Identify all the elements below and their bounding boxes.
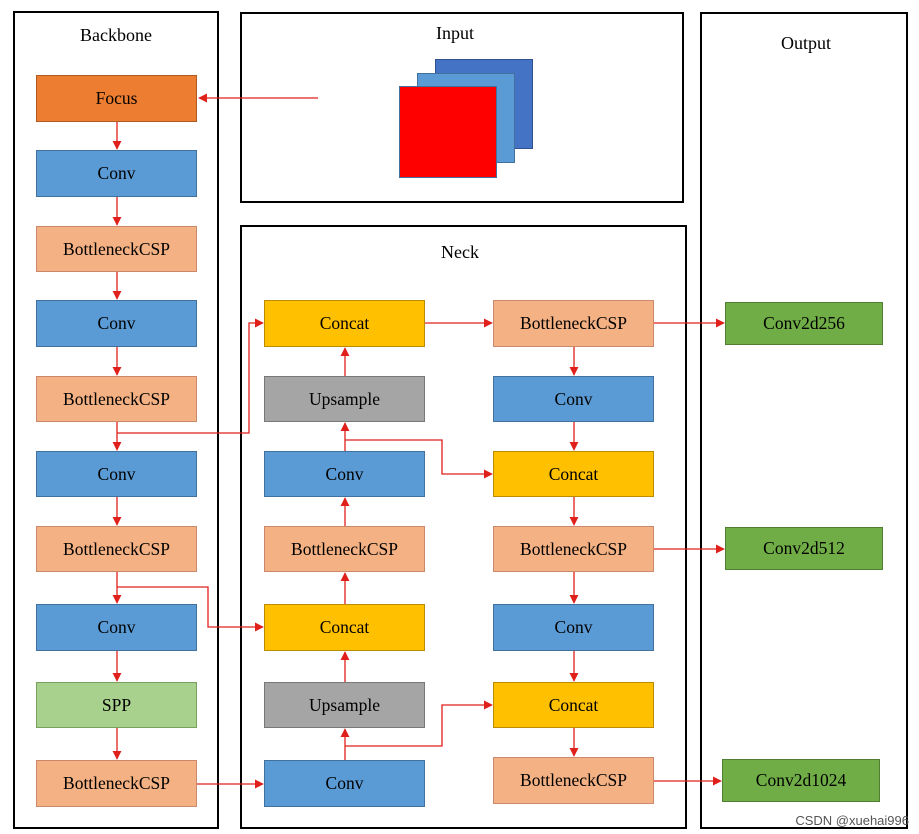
neck-bottleneckcsp-block-1: BottleneckCSP bbox=[264, 526, 425, 572]
neck-concat-block-r1: Concat bbox=[493, 451, 654, 497]
arrow-conv1-tap-to-concat-r1 bbox=[345, 439, 493, 479]
backbone-conv-block-3: Conv bbox=[36, 451, 197, 497]
arrow-conv2-tap-to-concat-r2 bbox=[345, 700, 493, 747]
backbone-bottleneckcsp-block-4: BottleneckCSP bbox=[36, 760, 197, 807]
output-panel bbox=[700, 12, 908, 829]
neck-concat-block-2: Concat bbox=[264, 604, 425, 651]
neck-conv-block-1: Conv bbox=[264, 451, 425, 497]
input-layer-front bbox=[399, 86, 497, 178]
backbone-bottleneckcsp-block-3: BottleneckCSP bbox=[36, 526, 197, 572]
backbone-conv-block-4: Conv bbox=[36, 604, 197, 651]
input-title: Input bbox=[436, 23, 474, 43]
backbone-bottleneckcsp-block-2: BottleneckCSP bbox=[36, 376, 197, 422]
arrow-bcsp2-to-concat1 bbox=[117, 318, 264, 434]
neck-conv-block-2: Conv bbox=[264, 760, 425, 807]
neck-upsample-block-1: Upsample bbox=[264, 376, 425, 422]
neck-concat-block-r2: Concat bbox=[493, 682, 654, 728]
neck-title: Neck bbox=[441, 242, 479, 262]
backbone-bottleneckcsp-block-1: BottleneckCSP bbox=[36, 226, 197, 272]
neck-bottleneckcsp-output-2: BottleneckCSP bbox=[493, 526, 654, 572]
backbone-title: Backbone bbox=[80, 25, 152, 45]
neck-conv-block-r2: Conv bbox=[493, 604, 654, 651]
neck-bottleneckcsp-output-1: BottleneckCSP bbox=[493, 300, 654, 347]
backbone-conv-block-2: Conv bbox=[36, 300, 197, 347]
neck-upsample-block-2: Upsample bbox=[264, 682, 425, 728]
backbone-spp-block: SPP bbox=[36, 682, 197, 728]
backbone-focus-block: Focus bbox=[36, 75, 197, 122]
output-conv2d512-block: Conv2d512 bbox=[725, 527, 883, 570]
output-conv2d1024-block: Conv2d1024 bbox=[722, 759, 880, 802]
backbone-conv-block-1: Conv bbox=[36, 150, 197, 197]
neck-conv-block-r1: Conv bbox=[493, 376, 654, 422]
output-conv2d256-block: Conv2d256 bbox=[725, 302, 883, 345]
watermark: CSDN @xuehai996 bbox=[795, 813, 909, 828]
neck-bottleneckcsp-output-3: BottleneckCSP bbox=[493, 757, 654, 804]
output-title: Output bbox=[780, 33, 831, 53]
arrow-bcsp3-to-concat2 bbox=[117, 586, 264, 632]
neck-concat-block-1: Concat bbox=[264, 300, 425, 347]
